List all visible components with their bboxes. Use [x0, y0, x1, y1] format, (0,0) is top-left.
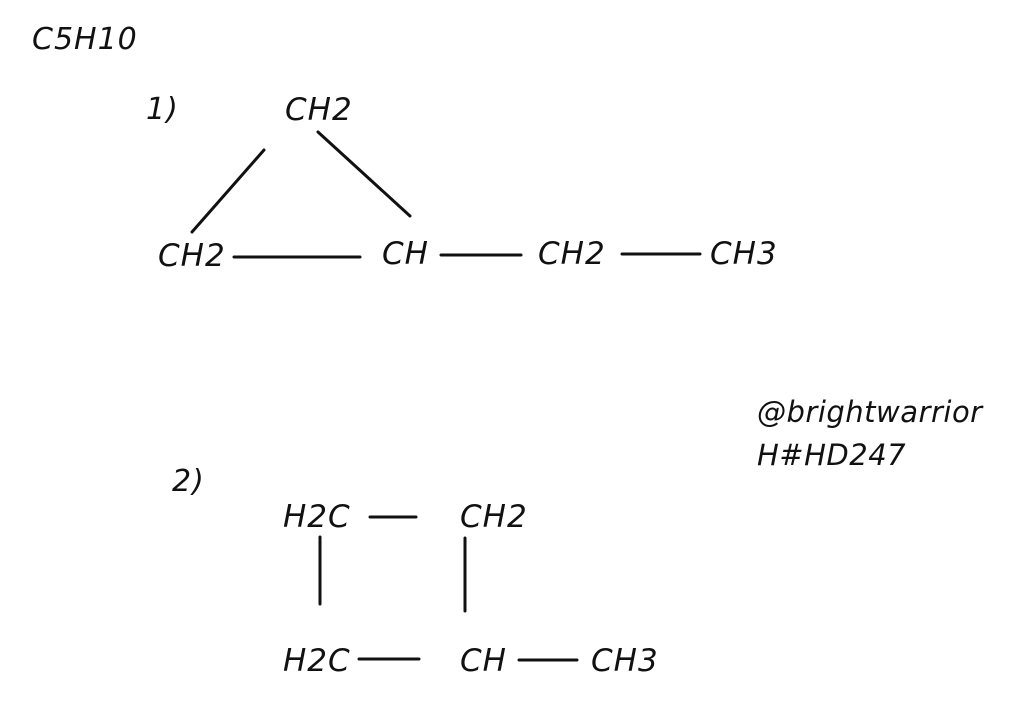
- atom-h2c-top-left: H2C: [283, 499, 351, 535]
- credit-handle: @brightwarrior: [757, 395, 983, 429]
- atom-ch2-top-right: CH2: [460, 499, 528, 535]
- atom-ch2-top: CH2: [285, 92, 353, 128]
- structure-2-number: 2): [172, 464, 205, 499]
- structure-1-number: 1): [146, 92, 179, 127]
- credit-tag: H#HD247: [757, 438, 907, 472]
- atom-h2c-bottom-left: H2C: [283, 643, 351, 679]
- bond-ring-top-right: [316, 130, 412, 218]
- atom-ch2-left: CH2: [158, 238, 226, 274]
- atom-ch-bottom-right: CH: [460, 643, 507, 679]
- molecular-formula: C5H10: [32, 22, 138, 57]
- atom-ch3-chain: CH3: [710, 236, 778, 272]
- atom-ch3-methyl: CH3: [591, 643, 659, 679]
- atom-ch-ring: CH: [382, 236, 429, 272]
- bond-ring-top-left: [190, 148, 266, 234]
- atom-ch2-chain: CH2: [538, 236, 606, 272]
